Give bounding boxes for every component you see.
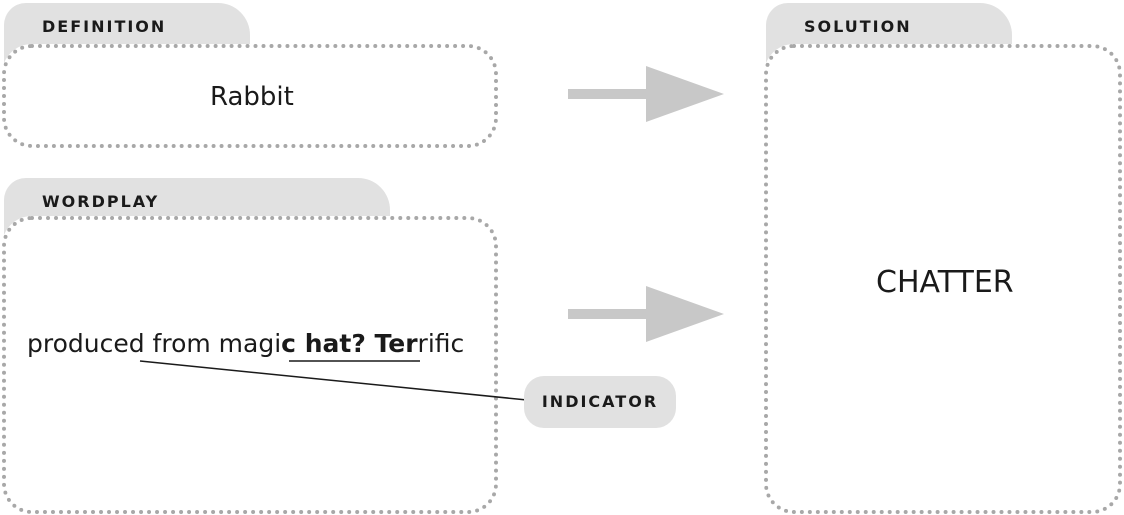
indicator-pill: INDICATOR [524,376,676,428]
wordplay-box [2,216,498,514]
wordplay-text-after: rific [417,329,465,358]
definition-text: Rabbit [210,82,294,112]
wordplay-text-bold: c hat? Ter [281,329,418,358]
solution-box [764,44,1122,514]
solution-tab-label: SOLUTION [804,17,912,36]
definition-tab-label: DEFINITION [42,17,167,36]
definition-box [2,44,498,148]
wordplay-text-before: produced from magi [27,329,282,358]
wordplay-clue-text: produced from magic hat? Terrific [27,329,464,358]
wordplay-tab-label: WORDPLAY [42,192,160,211]
solution-text: CHATTER [876,265,1014,300]
arrow-definition-to-solution [568,66,724,122]
arrow-wordplay-to-solution [568,286,724,342]
